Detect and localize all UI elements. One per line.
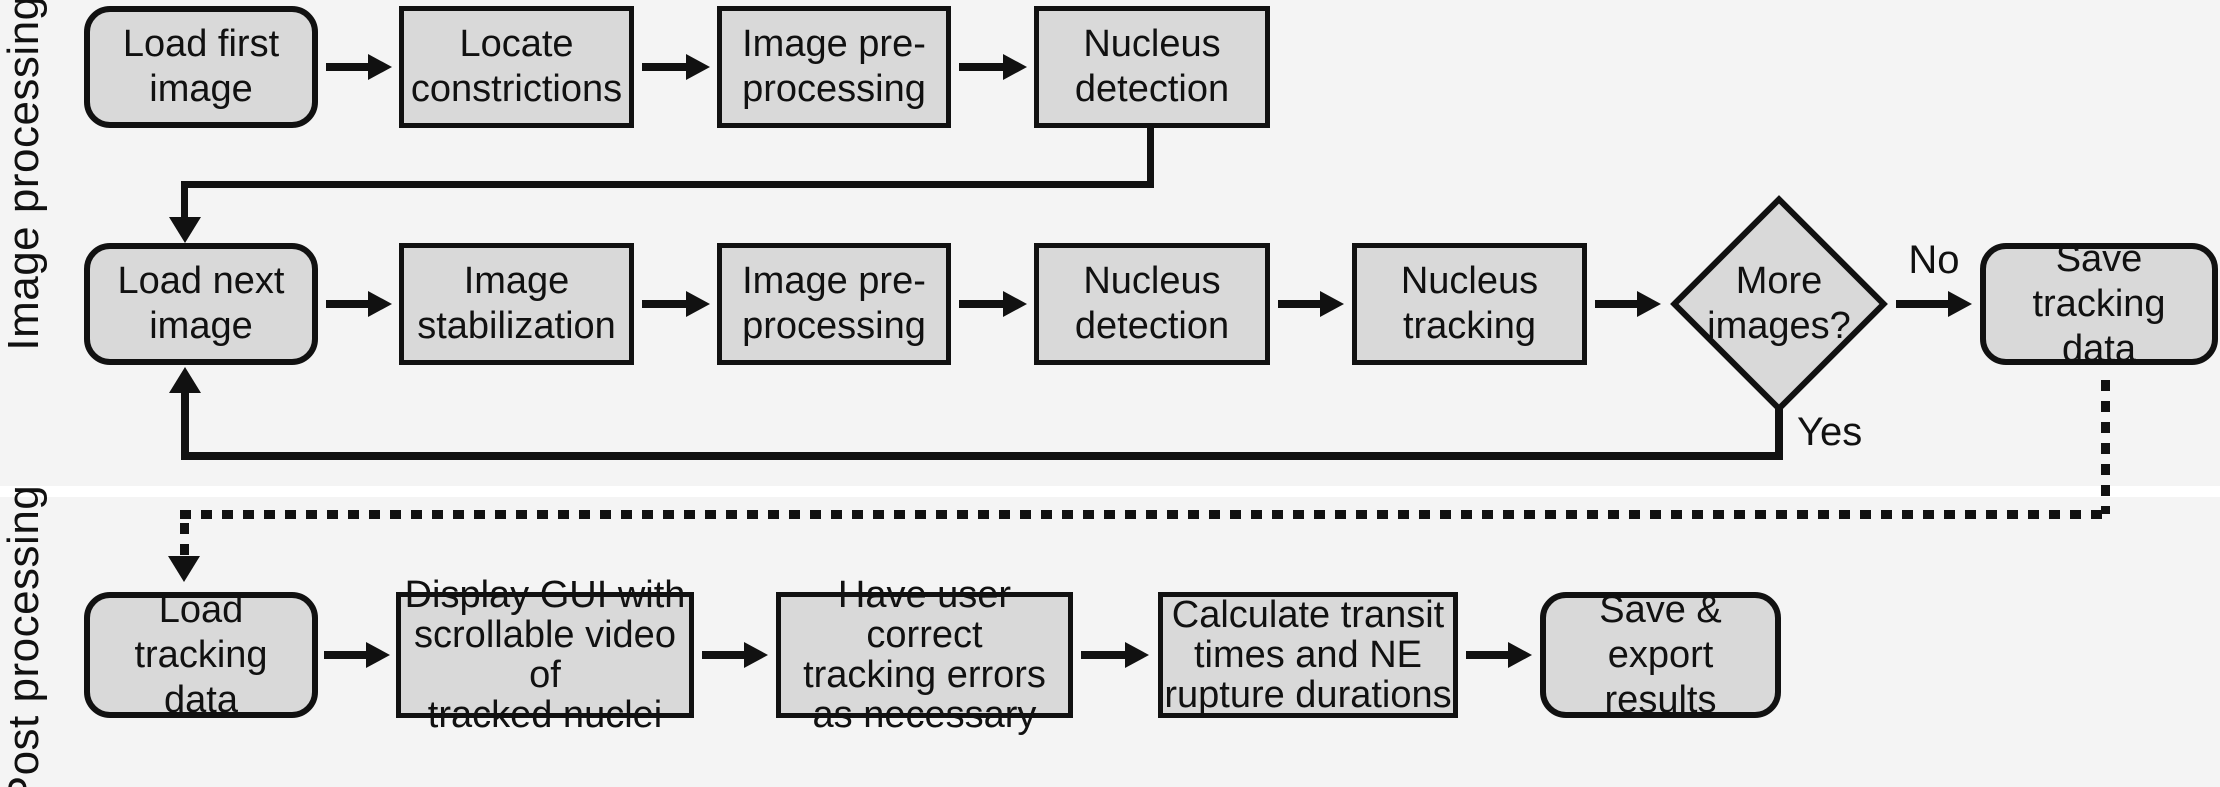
- arrowhead-up-icon: [169, 367, 201, 393]
- arrow-shaft: [326, 63, 370, 71]
- arrow-locate-to-preprocess1: [642, 54, 710, 80]
- label-post-processing: Post processing: [0, 484, 48, 787]
- node-display-gui: Display GUI with scrollable video of tra…: [396, 575, 694, 735]
- arrow-gui-to-correct: [702, 642, 768, 668]
- node-image-stabilization: Image stabilization: [399, 243, 634, 365]
- arrow-shaft: [959, 63, 1005, 71]
- arrow-decision-no-to-save: [1896, 291, 1972, 317]
- arrowhead-icon: [1125, 642, 1149, 668]
- arrowhead-icon: [1003, 291, 1027, 317]
- arrow-correct-to-calculate: [1081, 642, 1149, 668]
- arrowhead-icon: [1637, 291, 1661, 317]
- node-image-stabilization-label: Image stabilization: [417, 260, 616, 347]
- node-locate-constrictions: Locate constrictions: [399, 6, 634, 128]
- arrow-shaft: [1595, 300, 1639, 308]
- arrowhead-icon: [368, 291, 392, 317]
- node-nucleus-detection-2: Nucleus detection: [1034, 243, 1270, 365]
- node-nucleus-tracking: Nucleus tracking: [1352, 243, 1587, 365]
- node-nucleus-detection-2-label: Nucleus detection: [1074, 260, 1230, 347]
- connector-row1-elbow-horizontal: [181, 181, 1154, 188]
- arrow-loadtracking-to-gui: [324, 642, 390, 668]
- connector-yes-stub: [1775, 409, 1783, 457]
- arrow-calculate-to-save: [1466, 642, 1532, 668]
- node-nucleus-detection-1: Nucleus detection: [1034, 6, 1270, 128]
- node-nucleus-tracking-label: Nucleus tracking: [1400, 260, 1539, 347]
- node-save-export: Save & export results: [1540, 589, 1781, 721]
- arrow-shaft: [702, 651, 746, 659]
- arrowhead-icon: [1320, 291, 1344, 317]
- arrow-shaft: [324, 651, 368, 659]
- connector-yes-horizontal: [181, 452, 1783, 460]
- node-display-gui-label: Display GUI with scrollable video of tra…: [404, 574, 686, 736]
- arrow-preprocess1-to-detection1: [959, 54, 1027, 80]
- arrow-shaft: [1466, 651, 1510, 659]
- node-load-next-image: Load next image: [84, 243, 318, 365]
- arrow-preprocess2-to-detection2: [959, 291, 1027, 317]
- node-correct-errors: Have user correct tracking errors as nec…: [776, 575, 1073, 735]
- node-image-preprocessing-2-label: Image pre- processing: [742, 260, 926, 347]
- arrowhead-down-icon: [169, 217, 201, 243]
- arrow-shaft: [1081, 651, 1127, 659]
- arrowhead-icon: [686, 54, 710, 80]
- node-locate-constrictions-label: Locate constrictions: [410, 23, 623, 110]
- arrow-shaft: [1278, 300, 1322, 308]
- node-calculate-transit: Calculate transit times and NE rupture d…: [1158, 592, 1458, 718]
- dashed-connector-descent: [180, 523, 189, 555]
- arrowhead-icon: [1508, 642, 1532, 668]
- arrow-shaft: [642, 300, 688, 308]
- arrowhead-icon: [366, 642, 390, 668]
- node-save-tracking-data: Save tracking data: [1980, 238, 2218, 370]
- node-save-tracking-data-label: Save tracking data: [2032, 237, 2166, 370]
- section-divider: [0, 486, 2220, 497]
- node-correct-errors-label: Have user correct tracking errors as nec…: [803, 574, 1046, 736]
- node-image-preprocessing-2: Image pre- processing: [717, 243, 951, 365]
- arrow-loadnext-to-stabilization: [326, 291, 392, 317]
- label-image-processing: Image processing: [0, 0, 48, 351]
- connector-yes-rise: [181, 392, 189, 456]
- connector-row1-elbow-drop: [181, 186, 188, 219]
- node-image-preprocessing-1-label: Image pre- processing: [742, 23, 926, 110]
- arrowhead-icon: [368, 54, 392, 80]
- arrow-load-first-to-locate: [326, 54, 392, 80]
- arrow-shaft: [326, 300, 370, 308]
- arrowhead-icon: [1948, 291, 1972, 317]
- arrowhead-icon: [686, 291, 710, 317]
- dashed-arrowhead-down-icon: [168, 556, 200, 582]
- arrow-detection2-to-tracking: [1278, 291, 1344, 317]
- dashed-connector-drop: [2101, 380, 2110, 514]
- node-load-tracking-data-label: Load tracking data: [134, 588, 268, 721]
- arrowhead-icon: [1003, 54, 1027, 80]
- node-more-images-label: More images?: [1707, 260, 1851, 347]
- node-load-first-image: Load first image: [84, 6, 318, 128]
- node-load-next-image-label: Load next image: [117, 260, 285, 347]
- node-load-tracking-data: Load tracking data: [84, 589, 318, 721]
- arrow-stabilization-to-preprocess2: [642, 291, 710, 317]
- edge-label-no: No: [1908, 238, 1960, 282]
- connector-row1-elbow-vertical: [1147, 128, 1154, 188]
- node-save-export-label: Save & export results: [1599, 588, 1722, 721]
- dashed-connector-horizontal: [180, 510, 2110, 519]
- arrow-shaft: [959, 300, 1005, 308]
- arrow-shaft: [642, 63, 688, 71]
- node-calculate-transit-label: Calculate transit times and NE rupture d…: [1164, 594, 1452, 716]
- arrow-tracking-to-decision: [1595, 291, 1661, 317]
- node-nucleus-detection-1-label: Nucleus detection: [1074, 23, 1230, 110]
- node-image-preprocessing-1: Image pre- processing: [717, 6, 951, 128]
- arrow-shaft: [1896, 300, 1950, 308]
- edge-label-yes: Yes: [1797, 410, 1863, 454]
- arrowhead-icon: [744, 642, 768, 668]
- node-load-first-image-label: Load first image: [122, 23, 280, 110]
